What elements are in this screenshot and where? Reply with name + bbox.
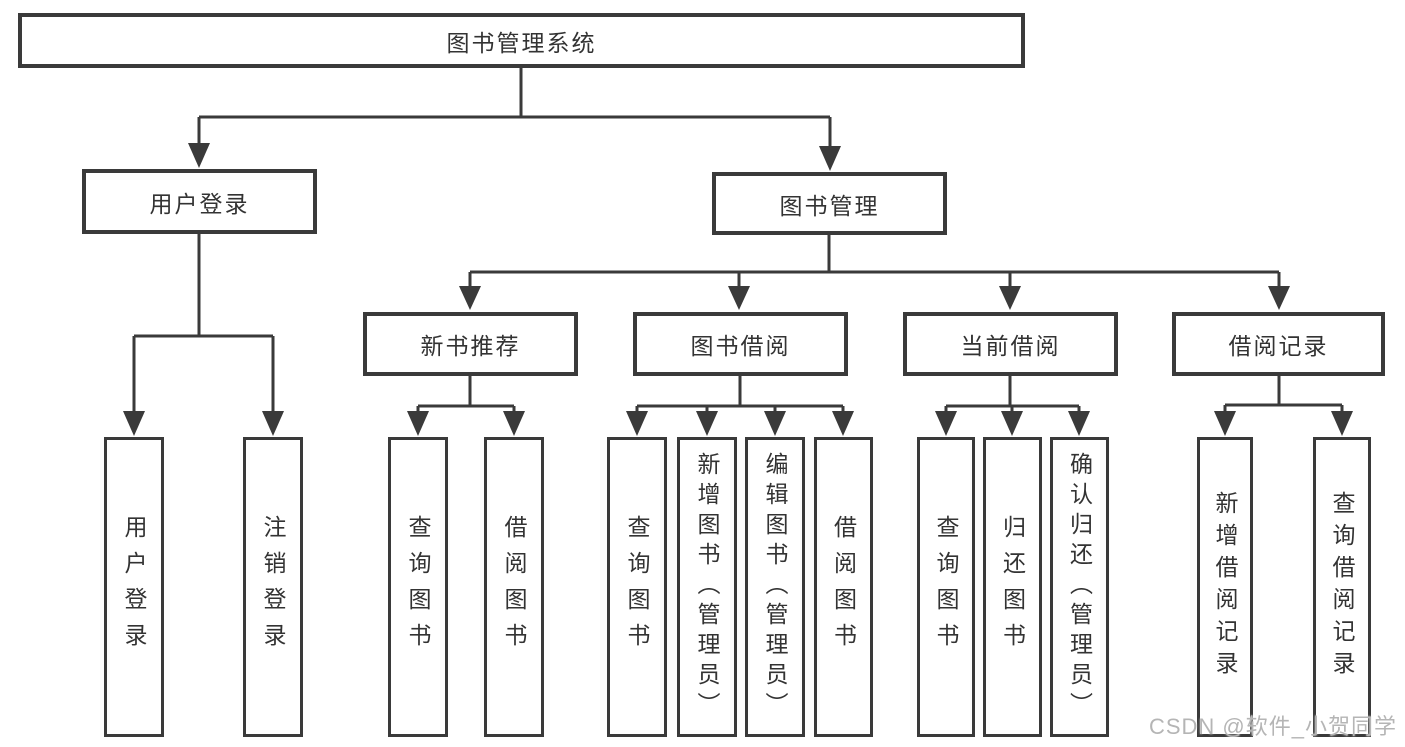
leaf-query-books-current-label: 查询图书 — [933, 515, 959, 659]
leaf-query-books-recommend: 查询图书 — [388, 437, 448, 737]
connector-borrow-records-branch — [1214, 374, 1353, 436]
leaf-query-books-borrowing-label: 查询图书 — [624, 515, 650, 659]
node-book-management-label: 图书管理 — [779, 192, 880, 219]
watermark: CSDN @软件_小贺同学 — [1148, 714, 1397, 739]
leaf-borrow-books: 借阅图书 — [814, 437, 873, 737]
connector-current-borrowing-branch — [935, 374, 1090, 436]
leaf-return-books-label: 归还图书 — [999, 515, 1026, 659]
node-book-borrowing-label: 图书借阅 — [690, 333, 791, 359]
connector-book-management-branch — [459, 233, 1290, 310]
leaf-add-books-admin: 新增图书（管理员） — [677, 437, 737, 737]
node-book-borrowing: 图书借阅 — [633, 312, 848, 376]
node-library-system: 图书管理系统 — [18, 13, 1025, 68]
leaf-confirm-return-admin-label: 确认归还（管理员） — [1066, 452, 1093, 722]
leaf-logout: 注销登录 — [243, 437, 303, 737]
leaf-user-login-label: 用户登录 — [121, 515, 147, 659]
node-library-system-label: 图书管理系统 — [446, 29, 597, 56]
connector-user-login-branch — [123, 232, 284, 436]
node-user-login: 用户登录 — [82, 169, 317, 234]
node-current-borrowing-label: 当前借阅 — [960, 333, 1061, 359]
node-current-borrowing: 当前借阅 — [903, 312, 1118, 376]
leaf-borrow-books-recommend: 借阅图书 — [484, 437, 544, 737]
leaf-add-borrow-record: 新增借阅记录 — [1197, 437, 1253, 737]
node-new-book-recommend: 新书推荐 — [363, 312, 578, 376]
connector-root-to-level2 — [188, 67, 841, 171]
leaf-query-borrow-record: 查询借阅记录 — [1313, 437, 1371, 737]
leaf-return-books: 归还图书 — [983, 437, 1042, 737]
leaf-query-books-current: 查询图书 — [917, 437, 975, 737]
leaf-borrow-books-recommend-label: 借阅图书 — [501, 515, 527, 659]
node-new-book-recommend-label: 新书推荐 — [420, 333, 521, 359]
leaf-confirm-return-admin: 确认归还（管理员） — [1050, 437, 1109, 737]
node-book-management: 图书管理 — [712, 172, 947, 235]
leaf-query-books-borrowing: 查询图书 — [607, 437, 667, 737]
leaf-logout-label: 注销登录 — [260, 515, 286, 659]
connector-new-book-branch — [407, 374, 525, 436]
leaf-edit-books-admin: 编辑图书（管理员） — [745, 437, 805, 737]
leaf-edit-books-admin-label: 编辑图书（管理员） — [762, 452, 788, 722]
leaf-query-books-recommend-label: 查询图书 — [405, 515, 431, 659]
leaf-add-books-admin-label: 新增图书（管理员） — [694, 452, 720, 722]
leaf-user-login: 用户登录 — [104, 437, 164, 737]
connector-book-borrowing-branch — [626, 374, 854, 436]
leaf-query-borrow-record-label: 查询借阅记录 — [1329, 491, 1355, 683]
node-user-login-label: 用户登录 — [149, 190, 250, 217]
leaf-add-borrow-record-label: 新增借阅记录 — [1212, 491, 1238, 683]
node-borrow-records-label: 借阅记录 — [1228, 333, 1329, 359]
node-borrow-records: 借阅记录 — [1172, 312, 1385, 376]
leaf-borrow-books-label: 借阅图书 — [830, 515, 857, 659]
